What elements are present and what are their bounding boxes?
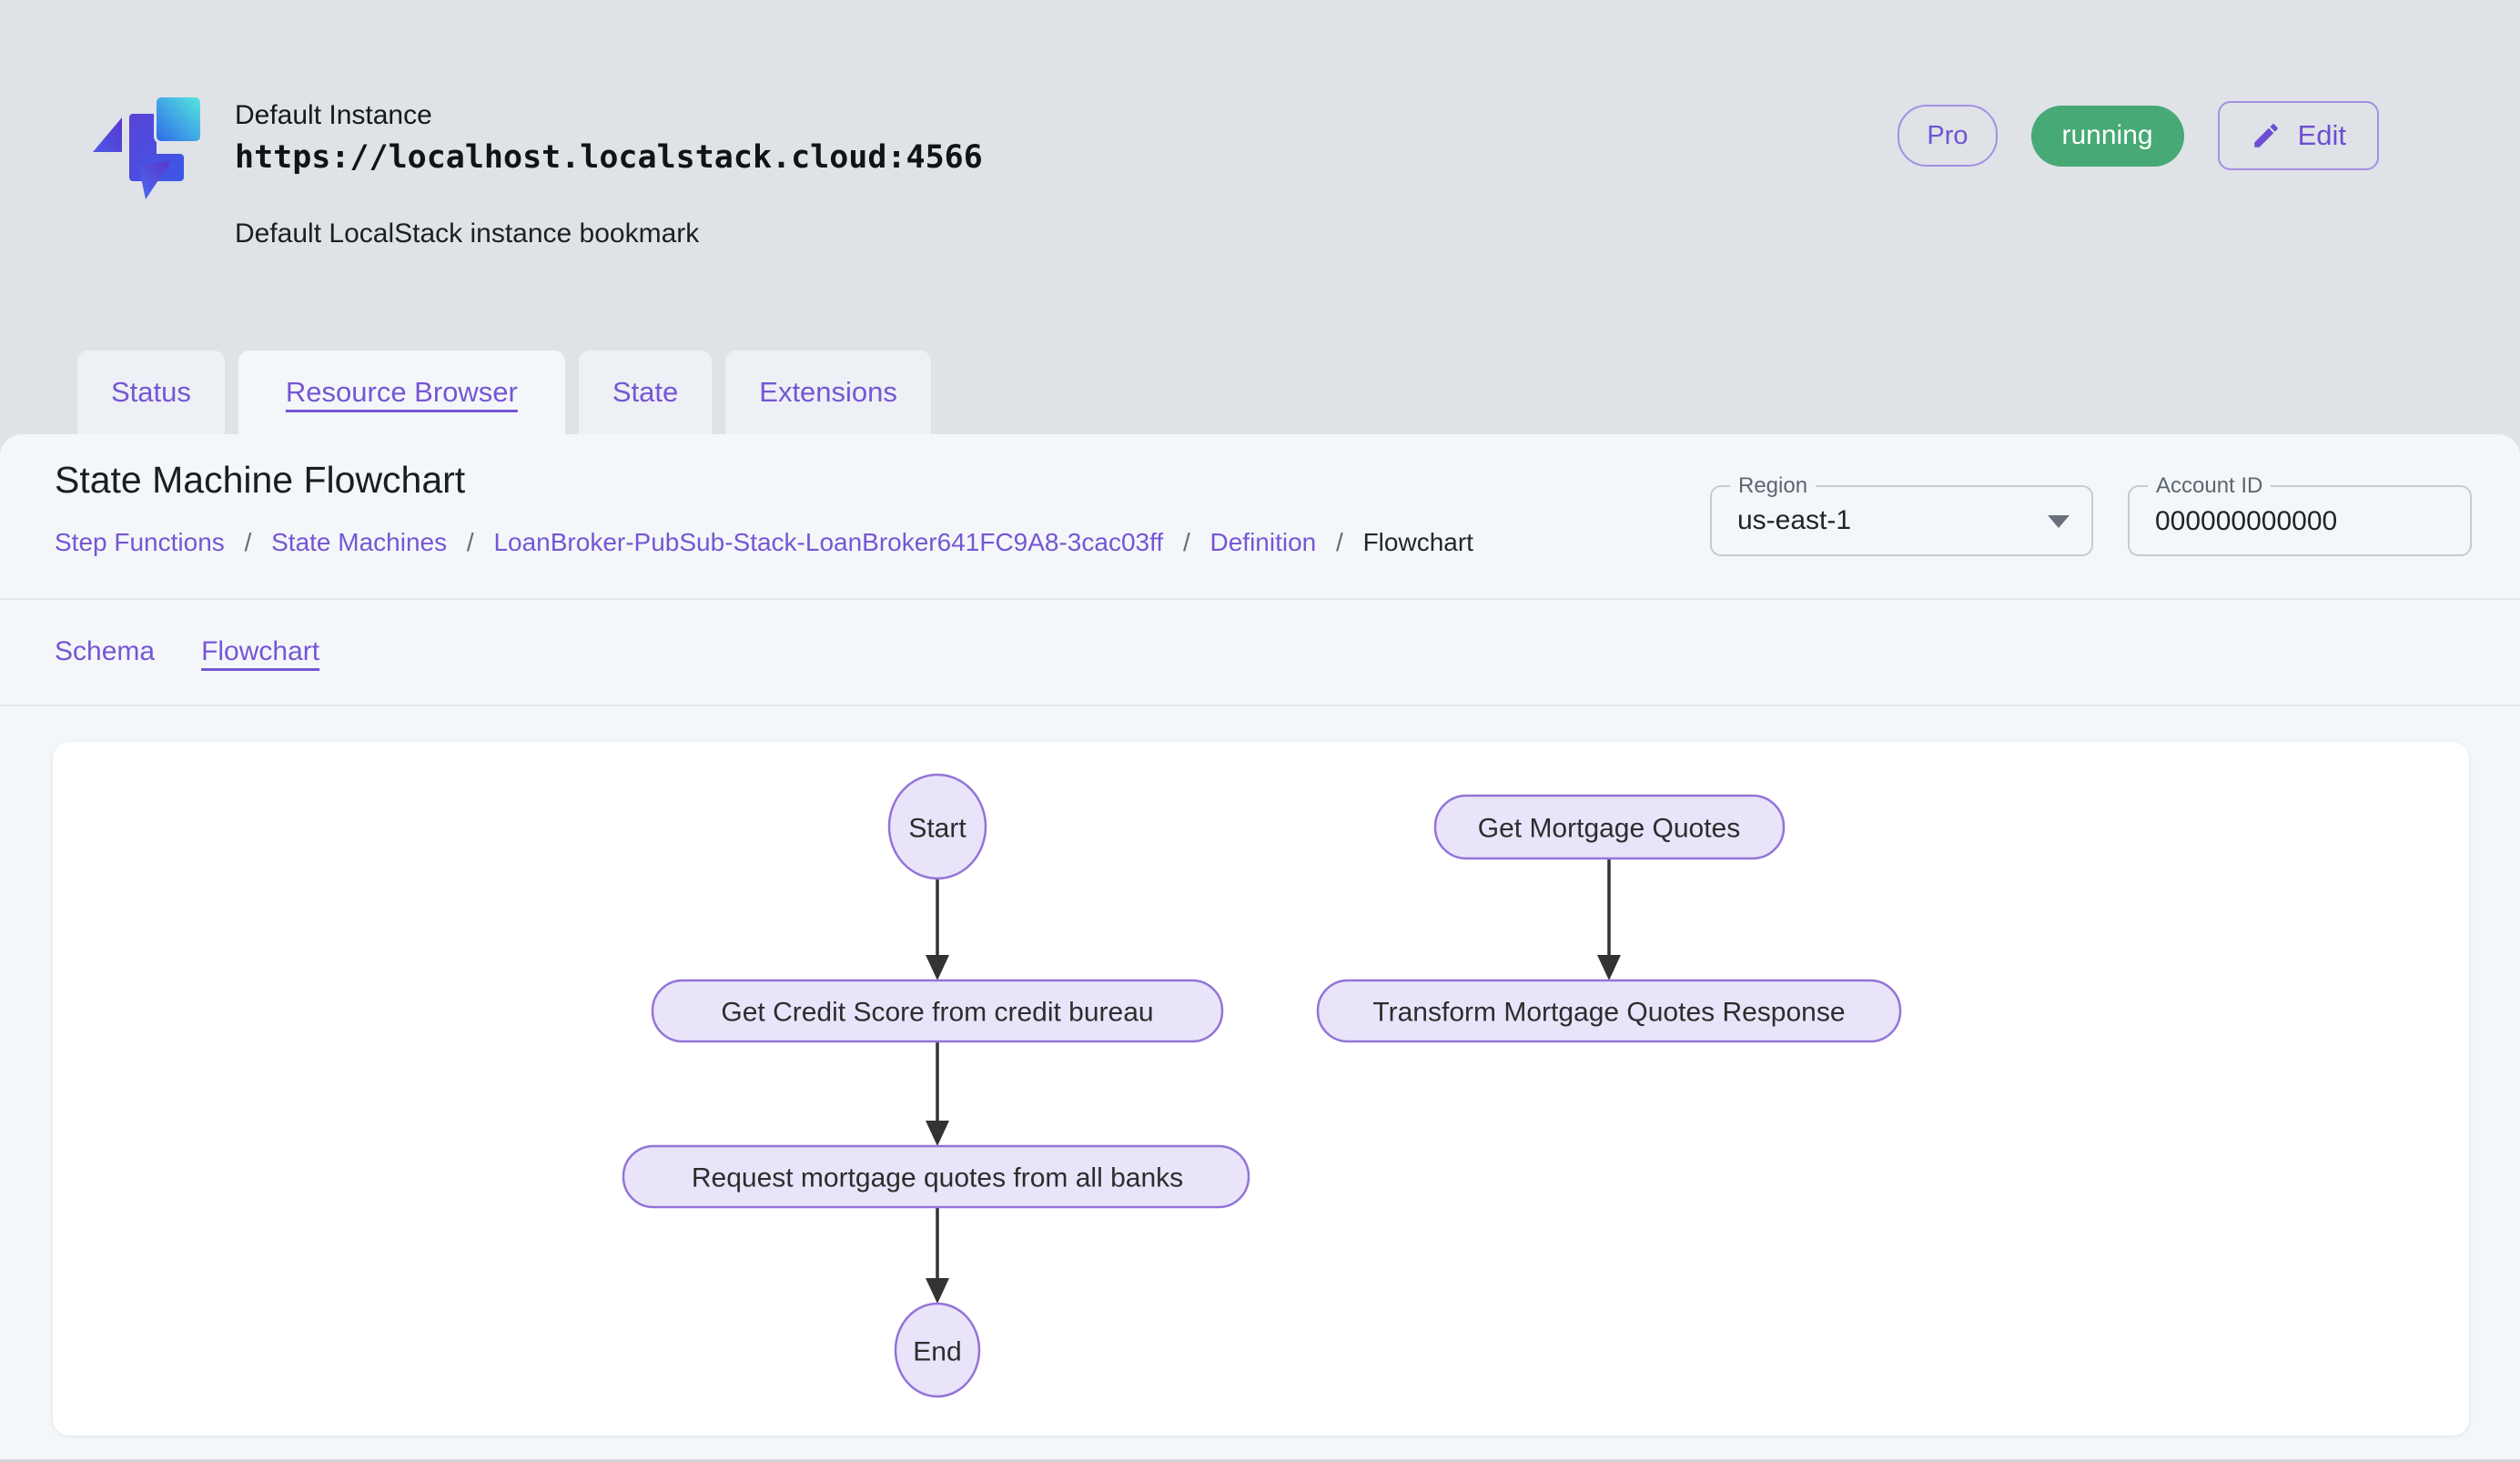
breadcrumb-state-machines[interactable]: State Machines	[271, 528, 448, 556]
account-id-input[interactable]	[2153, 489, 2448, 554]
pro-badge: Pro	[1898, 105, 1998, 167]
breadcrumb-flowchart: Flowchart	[1362, 528, 1473, 556]
breadcrumb-separator: /	[466, 528, 474, 556]
svg-text:Request mortgage quotes from a: Request mortgage quotes from all banks	[692, 1163, 1183, 1193]
region-select[interactable]: Region us-east-1	[1710, 473, 2093, 556]
breadcrumb-separator: /	[1182, 528, 1190, 556]
pencil-icon	[2253, 124, 2278, 147]
divider	[0, 705, 2520, 706]
breadcrumb-definition[interactable]: Definition	[1209, 528, 1317, 556]
edit-button-label: Edit	[2297, 119, 2346, 151]
resource-browser-panel: State Machine Flowchart Step Functions /…	[0, 434, 2520, 1462]
flow-edge-quotes-to-transform	[1597, 858, 1621, 980]
breadcrumb: Step Functions / State Machines / LoanBr…	[55, 528, 1473, 557]
breadcrumb-state-machine-name[interactable]: LoanBroker-PubSub-Stack-LoanBroker641FC9…	[493, 528, 1164, 556]
main-tabs: Status Resource Browser State Extensions	[77, 350, 931, 434]
flow-node-end: End	[894, 1302, 981, 1398]
tab-state[interactable]: State	[578, 350, 713, 434]
flow-node-start: Start	[887, 773, 987, 880]
flow-node-get-mortgage-quotes: Get Mortgage Quotes	[1433, 794, 1786, 860]
breadcrumb-step-functions[interactable]: Step Functions	[55, 528, 225, 556]
flow-node-request-mortgage-quotes: Request mortgage quotes from all banks	[622, 1144, 1250, 1209]
tab-status[interactable]: Status	[77, 350, 225, 434]
running-status-badge: running	[2030, 105, 2184, 167]
instance-subtitle: Default LocalStack instance bookmark	[235, 218, 700, 249]
breadcrumb-separator: /	[244, 528, 252, 556]
instance-title: Default Instance	[235, 100, 432, 130]
region-label: Region	[1730, 473, 1817, 499]
svg-text:End: End	[913, 1337, 961, 1367]
page-title: State Machine Flowchart	[55, 459, 466, 501]
header-actions: Pro running Edit	[1898, 101, 2379, 170]
tab-extensions[interactable]: Extensions	[725, 350, 931, 434]
localstack-logo	[86, 88, 204, 207]
account-id-field: Account ID	[2128, 473, 2472, 556]
flow-edge-request-to-end	[926, 1207, 949, 1304]
subtab-schema[interactable]: Schema	[55, 636, 156, 666]
region-value: us-east-1	[1737, 505, 1852, 535]
flow-edge-start-to-credit	[926, 878, 949, 980]
edit-button[interactable]: Edit	[2217, 101, 2379, 170]
tab-resource-browser[interactable]: Resource Browser	[238, 350, 565, 434]
state-machine-flowchart: Start Get Mortgage Quotes Get Credit Sco…	[622, 773, 1902, 1398]
breadcrumb-separator: /	[1336, 528, 1343, 556]
definition-subtabs: Schema Flowchart	[55, 636, 319, 667]
flow-edge-credit-to-request	[926, 1041, 949, 1146]
subtab-flowchart[interactable]: Flowchart	[201, 636, 320, 666]
localstack-logo-icon	[93, 95, 203, 199]
divider	[0, 598, 2520, 600]
chevron-down-icon	[2048, 515, 2070, 528]
svg-text:Get Mortgage Quotes: Get Mortgage Quotes	[1478, 814, 1741, 844]
svg-text:Transform Mortgage Quotes Resp: Transform Mortgage Quotes Response	[1372, 998, 1845, 1028]
flow-node-get-credit-score: Get Credit Score from credit bureau	[651, 979, 1224, 1043]
svg-text:Start: Start	[908, 814, 967, 844]
flow-node-transform-mortgage-quotes-response: Transform Mortgage Quotes Response	[1316, 979, 1902, 1043]
instance-url: https://localhost.localstack.cloud:4566	[235, 139, 983, 176]
panel-bottom-edge	[0, 1459, 2520, 1462]
flowchart-card: Start Get Mortgage Quotes Get Credit Sco…	[53, 742, 2469, 1436]
svg-text:Get Credit Score from credit b: Get Credit Score from credit bureau	[721, 998, 1153, 1028]
